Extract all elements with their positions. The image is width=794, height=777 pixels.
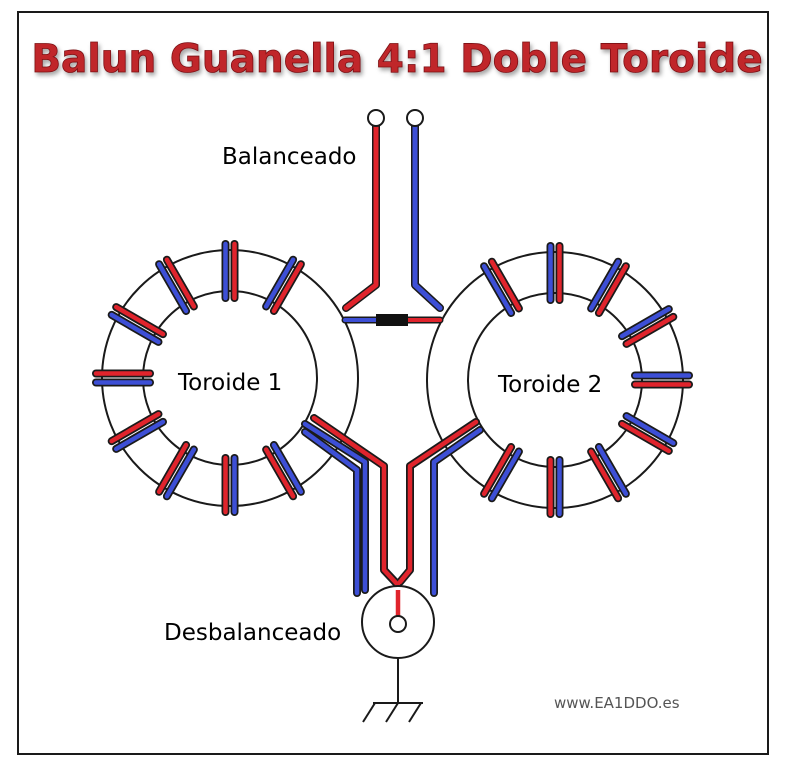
winding-blue-wire <box>271 442 304 495</box>
winding-blue-wire <box>624 413 676 446</box>
winding-red-wire <box>624 314 676 347</box>
winding-blue-wire <box>263 257 296 309</box>
winding-blue-wire <box>619 306 672 339</box>
winding-red-wire <box>271 261 304 314</box>
winding-blue-wire <box>113 419 166 452</box>
winding-blue-wire <box>489 449 522 501</box>
website-credit: www.EA1DDO.es <box>554 694 680 712</box>
balanced-leads <box>342 116 444 312</box>
toroid-1 <box>92 240 359 516</box>
winding-blue-wire <box>481 263 514 316</box>
winding-red-wire <box>263 447 296 499</box>
winding-red-wire <box>588 449 621 501</box>
toroid-1-windings <box>92 240 305 516</box>
toroid-2-label: Toroide 2 <box>497 372 602 398</box>
winding-red-wire <box>164 257 197 309</box>
winding-blue-wire <box>596 444 629 497</box>
winding-blue-wire <box>109 312 161 345</box>
winding-red-wire <box>481 444 514 497</box>
winding-red-wire <box>156 442 189 495</box>
ground-symbol <box>362 658 423 723</box>
winding-red-wire <box>619 421 672 454</box>
balanced-label: Balanceado <box>222 144 357 170</box>
winding-blue-wire <box>588 259 621 311</box>
diagram-title: Balun Guanella 4:1 Doble Toroide <box>31 37 762 82</box>
unbalanced-label: Desbalanceado <box>164 620 341 646</box>
winding-blue-wire <box>156 261 189 314</box>
winding-red-wire <box>113 304 166 337</box>
winding-red-wire <box>109 411 161 444</box>
winding-red-wire <box>489 259 522 311</box>
toroid-1-label: Toroide 1 <box>177 370 282 396</box>
balanced-terminal-right <box>406 109 424 127</box>
winding-red-wire <box>596 263 629 316</box>
coax-connector <box>361 585 435 659</box>
winding-blue-wire <box>164 447 197 499</box>
unbalanced-leads <box>301 414 484 626</box>
toroid-2 <box>426 242 693 518</box>
toroid-2-windings <box>480 242 693 518</box>
balanced-terminal-left <box>367 109 385 127</box>
crossover-link <box>341 314 444 326</box>
